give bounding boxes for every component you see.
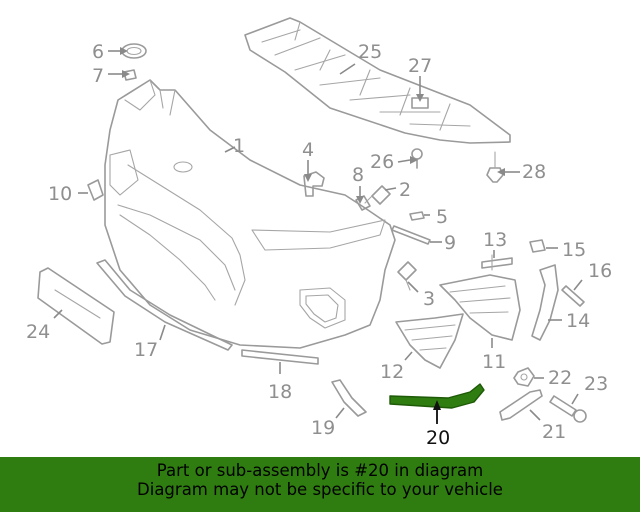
callout-1: 1 [233,135,245,157]
callout-24: 24 [26,321,50,343]
callout-10: 10 [48,183,72,205]
part-2-screw [364,185,391,205]
part-24-plate-bracket [37,267,115,345]
part-12-lower-grille [395,313,464,369]
info-banner: Part or sub-assembly is #20 in diagram D… [0,457,640,512]
part-11-side-grille [439,274,521,341]
callout-22: 22 [548,367,572,389]
part-17-strip [96,259,233,351]
part-18-strip [241,349,319,365]
callout-14: 14 [566,310,590,332]
part-13-fastener [481,254,513,271]
callout-26: 26 [370,151,394,173]
part-4-bracket [303,171,325,197]
part-14-side-bracket [531,264,559,341]
callout-7: 7 [92,65,104,87]
callout-8: 8 [352,164,364,186]
part-25-upper-panel [244,17,511,144]
callout-23: 23 [584,373,608,395]
callout-21: 21 [542,421,566,443]
callout-3: 3 [423,288,435,310]
part-28-clip [486,151,504,183]
part-19-bracket [331,379,367,417]
callout-16: 16 [588,260,612,282]
callout-26-27-label-27: 27 [408,55,432,77]
callout-20-highlighted: 20 [426,427,450,449]
callout-11: 11 [482,351,506,373]
callout-15: 15 [562,239,586,261]
part-3-screw [397,261,417,291]
callout-2: 2 [399,179,411,201]
part-27-clip [411,97,429,109]
callout-13: 13 [483,229,507,251]
part-1-bumper-cover [104,79,396,349]
callout-labels: 1 2 3 4 5 6 7 8 9 10 11 12 13 14 15 16 1… [26,41,612,449]
part-7-clip [123,69,137,81]
callout-4: 4 [302,139,314,161]
callout-18: 18 [268,381,292,403]
part-5-pad [409,211,425,221]
part-15-clip [529,239,546,253]
part-23-bolt [549,395,587,423]
callout-25: 25 [358,41,382,63]
banner-line-1: Part or sub-assembly is #20 in diagram [156,461,484,480]
part-21-trim [499,389,543,421]
callout-12: 12 [380,361,404,383]
callout-19: 19 [311,417,335,439]
part-10-sensor [87,179,104,201]
callout-17: 17 [134,339,158,361]
callout-arrowheads [120,47,505,410]
callout-9: 9 [444,232,456,254]
part-22-nut [513,367,535,387]
callout-28: 28 [522,161,546,183]
callout-5: 5 [436,206,448,228]
banner-line-2: Diagram may not be specific to your vehi… [137,480,503,499]
part-20-molding-highlighted [389,383,485,409]
exploded-parts-diagram: 1 2 3 4 5 6 7 8 9 10 11 12 13 14 15 16 1… [26,17,612,449]
part-9-strip [391,225,431,245]
part-16-bolt [561,285,585,307]
callout-6: 6 [92,41,104,63]
